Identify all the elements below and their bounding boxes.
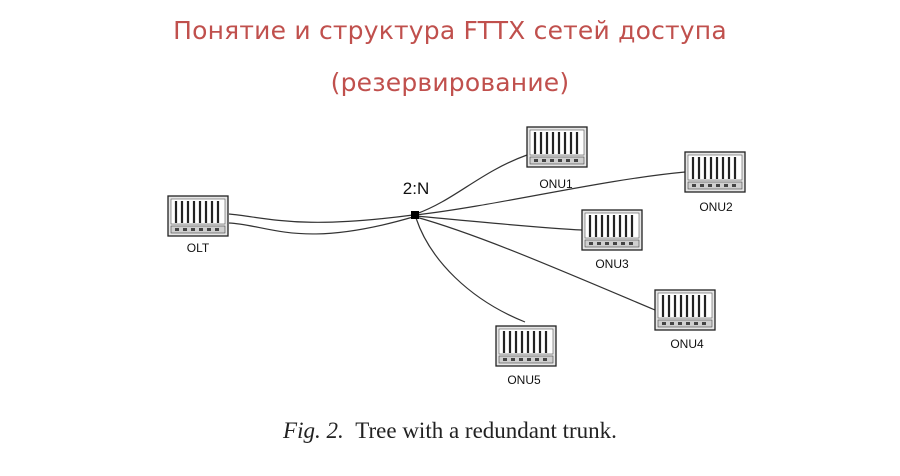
link-onu2 bbox=[415, 171, 686, 216]
onu5-label: ONU5 bbox=[507, 373, 541, 387]
olt-device: OLT bbox=[166, 194, 230, 255]
splitter-label: 2:N bbox=[403, 179, 429, 198]
onu2-device: ONU2 bbox=[683, 150, 747, 214]
onu2-label: ONU2 bbox=[699, 200, 733, 214]
olt-label: OLT bbox=[187, 241, 210, 255]
slide-title-line2: (резервирование) bbox=[330, 68, 570, 97]
link-onu1 bbox=[415, 154, 528, 215]
figure-caption: Fig. 2. Tree with a redundant trunk. bbox=[0, 418, 900, 444]
onu3-device: ONU3 bbox=[580, 208, 644, 271]
trunk-link-upper bbox=[228, 213, 414, 223]
slide-title-line1: Понятие и структура FTTX сетей доступа bbox=[173, 16, 727, 45]
onu1-label: ONU1 bbox=[539, 177, 573, 191]
onu5-device: ONU5 bbox=[494, 324, 558, 387]
splitter-node bbox=[411, 211, 419, 219]
onu4-label: ONU4 bbox=[670, 337, 704, 351]
figure-caption-text: Tree with a redundant trunk. bbox=[355, 418, 617, 443]
link-onu4 bbox=[415, 216, 656, 311]
link-onu5 bbox=[415, 217, 526, 323]
figure-number: Fig. 2. bbox=[283, 418, 344, 443]
link-onu3 bbox=[415, 215, 583, 231]
fiber-links bbox=[228, 154, 686, 323]
onu4-device: ONU4 bbox=[653, 288, 717, 351]
trunk-link-lower bbox=[228, 216, 414, 235]
onu1-device: ONU1 bbox=[525, 125, 589, 191]
onu3-label: ONU3 bbox=[595, 257, 629, 271]
